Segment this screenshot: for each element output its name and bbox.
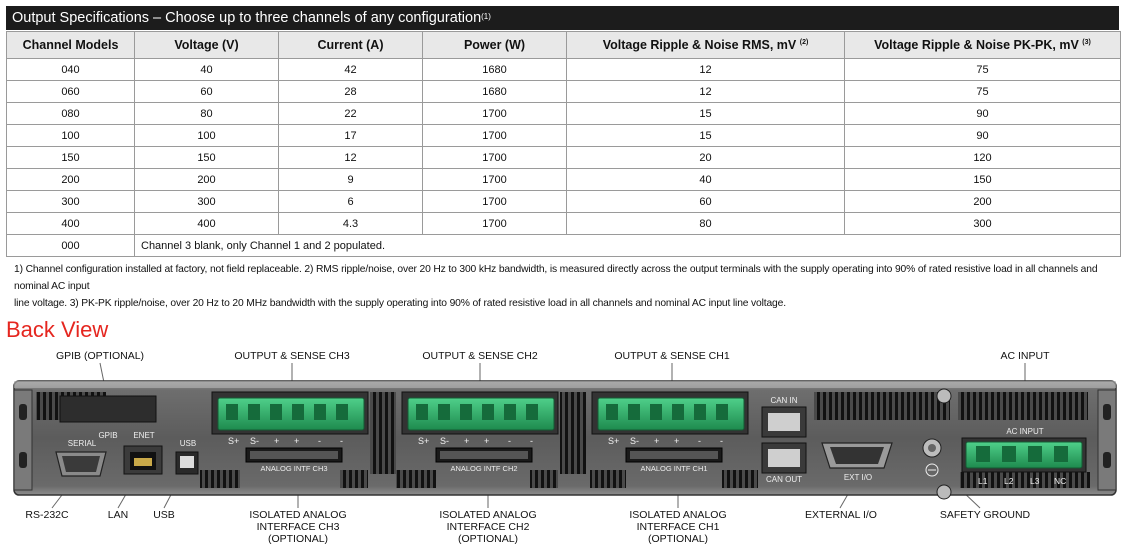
svg-text:+: + (464, 436, 469, 446)
rack-ear-left (13, 389, 33, 491)
cell-ripple-pkpk: 90 (844, 102, 1121, 125)
spec-title: Output Specifications – Choose up to thr… (12, 10, 482, 26)
analog-intf-ch3-connector (245, 447, 343, 463)
cell-ripple-rms: 15 (566, 102, 845, 125)
callout-external-io: EXTERNAL I/O (805, 509, 877, 521)
spec-footnotes: 1) Channel configuration installed at fa… (14, 261, 1114, 312)
output-terminal-ch1 (591, 391, 749, 435)
rack-ear-right (1097, 389, 1117, 491)
svg-text:+: + (484, 436, 489, 446)
cell-voltage: 400 (134, 212, 279, 235)
svg-text:L3: L3 (1030, 476, 1040, 486)
analog-intf-ch1-connector (625, 447, 723, 463)
svg-text:+: + (654, 436, 659, 446)
callout-rs232: RS-232C (25, 509, 69, 521)
svg-text:NC: NC (1054, 476, 1066, 486)
callout-safety-ground: SAFETY GROUND (939, 509, 1031, 521)
spec-title-bar: Output Specifications – Choose up to thr… (6, 6, 1119, 30)
cell-note: Channel 3 blank, only Channel 1 and 2 po… (134, 234, 1121, 257)
col-header-current: Current (A) (278, 31, 423, 59)
panel-label-usb: USB (180, 439, 196, 448)
output-terminal-ch2 (401, 391, 559, 435)
col-header-voltage: Voltage (V) (134, 31, 279, 59)
callout-gpib: GPIB (OPTIONAL) (55, 350, 145, 362)
svg-text:-: - (698, 436, 701, 446)
table-row-blank-ch3: 000 Channel 3 blank, only Channel 1 and … (6, 234, 1121, 257)
panel-label-analog-ch2: ANALOG INTF CH2 (450, 464, 517, 473)
spec-table: Channel Models Voltage (V) Current (A) P… (6, 31, 1121, 257)
svg-text:L2: L2 (1004, 476, 1014, 486)
panel-label-ac-input: AC INPUT (1006, 427, 1043, 436)
svg-text:+: + (674, 436, 679, 446)
panel-label-enet: ENET (133, 431, 154, 440)
col-header-ripple-pkpk: Voltage Ripple & Noise PK-PK, mV (3) (844, 31, 1121, 59)
callout-ac-input: AC INPUT (1000, 350, 1050, 362)
panel-label-analog-ch1: ANALOG INTF CH1 (640, 464, 707, 473)
callout-output-ch2: OUTPUT & SENSE CH2 (422, 350, 538, 362)
panel-label-serial: SERIAL (68, 439, 97, 448)
svg-text:S-: S- (440, 436, 449, 446)
panel-label-can-out: CAN OUT (766, 475, 802, 484)
cell-voltage: 100 (134, 124, 279, 147)
spec-header-row: Channel Models Voltage (V) Current (A) P… (6, 31, 1121, 59)
terminal-pin-labels-ch2: S+ S- + + - - (418, 436, 533, 446)
analog-intf-ch2-connector (435, 447, 533, 463)
callout-usb: USB (153, 509, 175, 521)
footnote-line: line voltage. 3) PK-PK ripple/noise, ove… (14, 298, 786, 309)
gpib-port (59, 395, 157, 423)
callout-output-ch3: OUTPUT & SENSE CH3 (234, 350, 350, 362)
panel-label-can-in: CAN IN (770, 396, 797, 405)
svg-text:-: - (530, 436, 533, 446)
svg-text:L1: L1 (978, 476, 988, 486)
cell-voltage: 300 (134, 190, 279, 213)
terminal-pin-labels-ch1: S+ S- + + - - (608, 436, 723, 446)
svg-text:S+: S+ (418, 436, 429, 446)
cell-current: 4.3 (278, 212, 423, 235)
svg-text:-: - (318, 436, 321, 446)
panel-label-analog-ch3: ANALOG INTF CH3 (260, 464, 327, 473)
output-terminal-ch3 (211, 391, 369, 435)
svg-text:+: + (294, 436, 299, 446)
terminal-pin-labels-ch3: S+ S- + + - - (228, 436, 343, 446)
cell-model: 150 (6, 146, 135, 169)
svg-text:-: - (508, 436, 511, 446)
svg-text:-: - (340, 436, 343, 446)
panel-label-gpib: GPIB (98, 431, 117, 440)
cell-power: 1700 (422, 190, 567, 213)
svg-text:S+: S+ (608, 436, 619, 446)
spec-title-note: (1) (481, 12, 491, 21)
ac-pin-labels: L1 L2 L3 NC (978, 476, 1066, 486)
cell-model: 080 (6, 102, 135, 125)
svg-text:+: + (274, 436, 279, 446)
col-header-channel-models: Channel Models (6, 31, 135, 59)
col-header-power: Power (W) (422, 31, 567, 59)
panel-label-ext-io: EXT I/O (844, 473, 872, 482)
svg-text:S-: S- (630, 436, 639, 446)
footnote-line: 1) Channel configuration installed at fa… (14, 264, 1098, 292)
cell-model: 060 (6, 80, 135, 103)
svg-text:S-: S- (250, 436, 259, 446)
svg-text:S+: S+ (228, 436, 239, 446)
svg-text:-: - (720, 436, 723, 446)
callout-output-ch1: OUTPUT & SENSE CH1 (614, 350, 730, 362)
callout-lan: LAN (107, 509, 129, 521)
ground-symbol-icon (925, 463, 939, 477)
back-view-title: Back View (6, 317, 109, 342)
